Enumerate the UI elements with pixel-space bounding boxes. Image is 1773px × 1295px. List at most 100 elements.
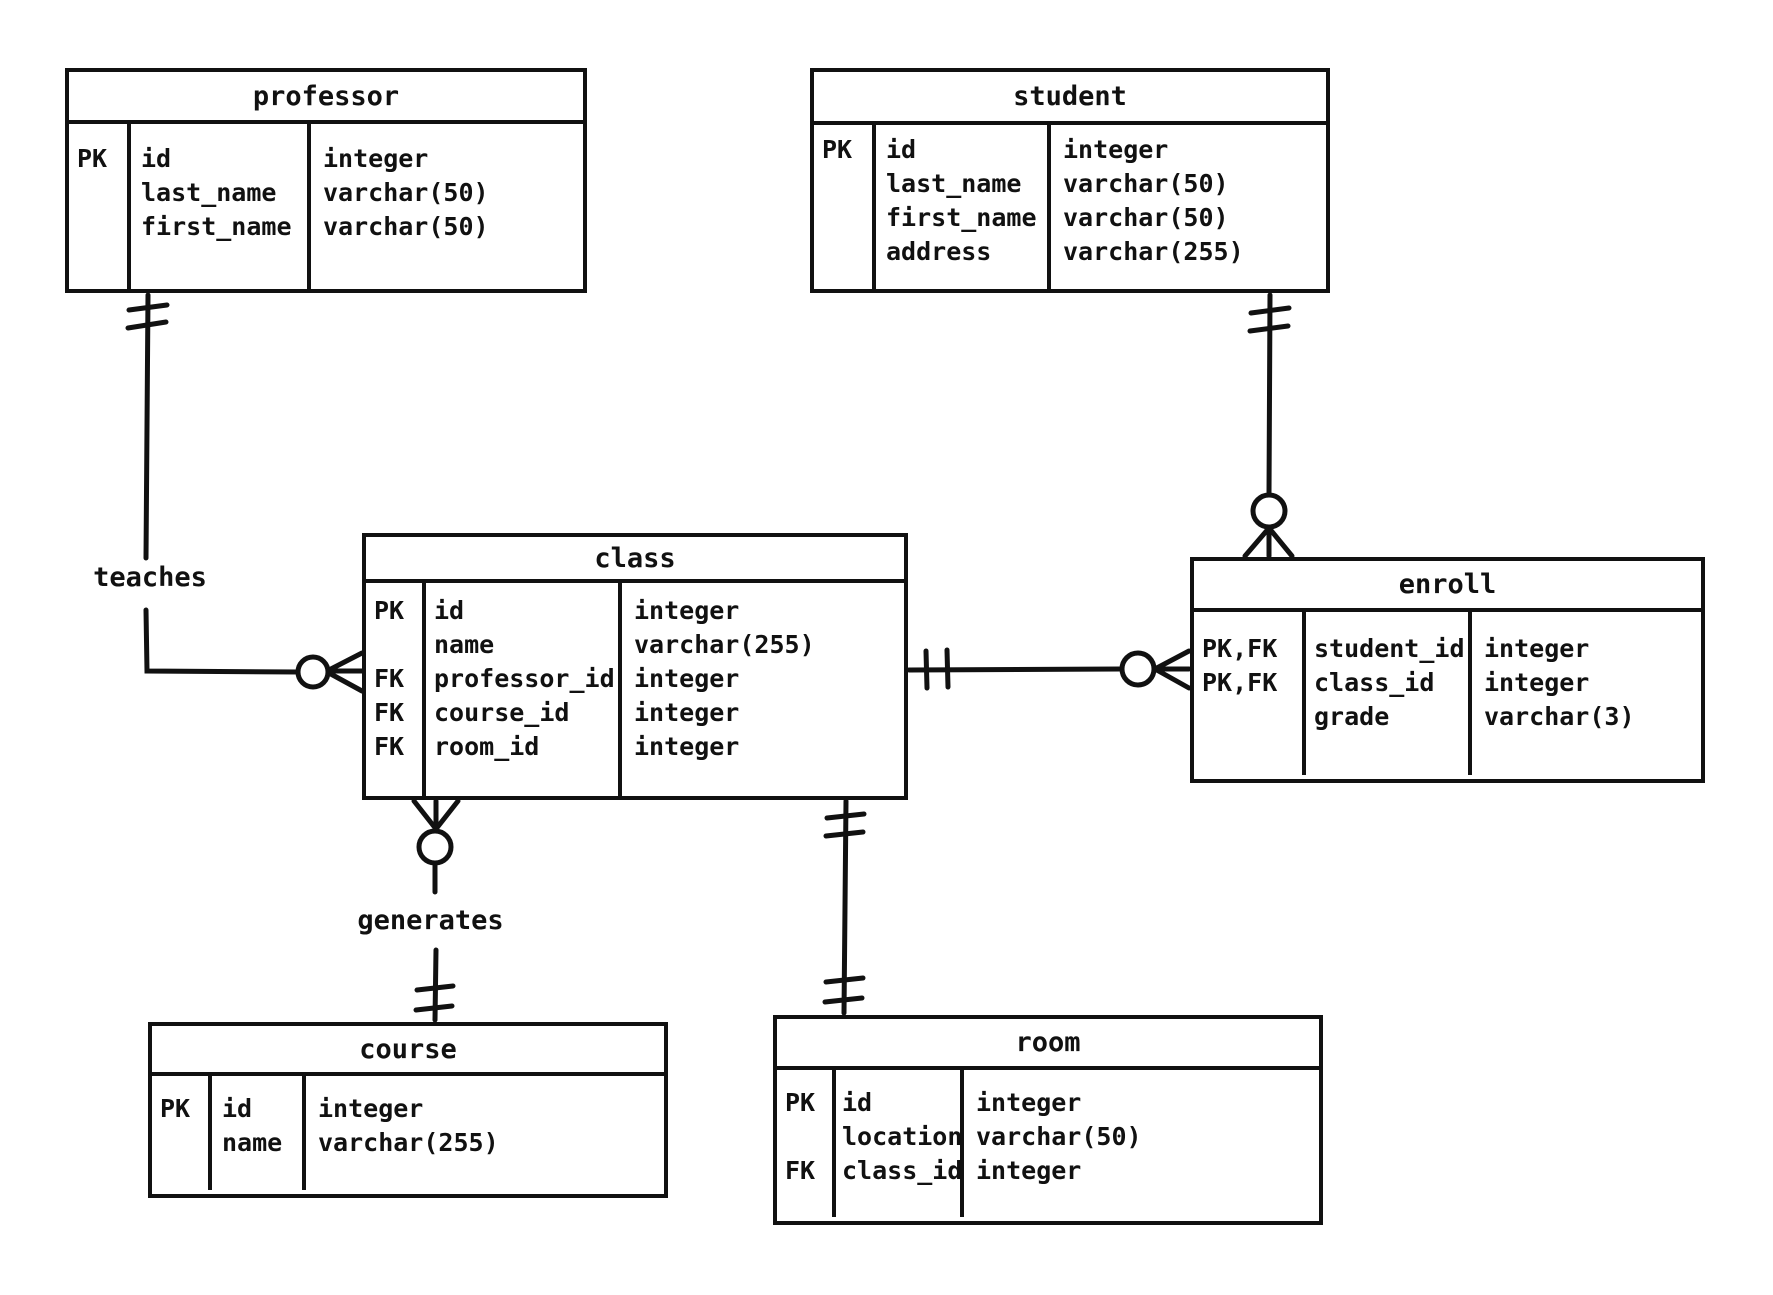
- zero-cardinality-circle: [416, 828, 454, 866]
- relationship-class-room: [822, 798, 867, 1016]
- type-cell: integer: [976, 1156, 1082, 1185]
- field-cell: id: [886, 135, 917, 164]
- type-cell: integer: [1484, 668, 1590, 697]
- key-cell: PK: [374, 596, 405, 625]
- key-cell: [77, 210, 127, 244]
- field-cell: id: [222, 1094, 253, 1123]
- key-cell: FK: [374, 698, 405, 727]
- table-enroll: enroll PK,FK PK,FK student_id class_id g…: [1190, 557, 1705, 783]
- field-cell: class_id: [842, 1156, 963, 1185]
- relationship-line: [906, 666, 1124, 673]
- relationship-line: [143, 292, 301, 675]
- zero-cardinality-circle: [1119, 650, 1157, 688]
- type-cell: integer: [323, 144, 429, 173]
- relationship-course-class: [411, 798, 461, 1023]
- type-cell: varchar(50): [1063, 203, 1229, 232]
- key-cell: PK: [160, 1094, 191, 1123]
- field-cell: course_id: [434, 698, 570, 727]
- field-cell: id: [141, 144, 172, 173]
- field-cell: id: [842, 1088, 873, 1117]
- key-cell: PK: [77, 144, 108, 173]
- type-cell: varchar(50): [1063, 169, 1229, 198]
- one-cardinality-hashes: [125, 302, 170, 331]
- type-cell: varchar(50): [323, 212, 489, 241]
- key-cell: [1202, 700, 1302, 734]
- zero-cardinality-circle: [1250, 492, 1288, 530]
- type-cell: integer: [976, 1088, 1082, 1117]
- field-cell: first_name: [886, 203, 1037, 232]
- relationship-line: [1266, 292, 1273, 497]
- one-cardinality-hashes: [822, 811, 867, 1005]
- type-cell: varchar(50): [323, 178, 489, 207]
- field-cell: room_id: [434, 732, 540, 761]
- table-class-header: class: [366, 537, 904, 583]
- field-cell: professor_id: [434, 664, 615, 693]
- table-enroll-header: enroll: [1194, 561, 1701, 612]
- key-cell: PK: [822, 135, 853, 164]
- table-room: room PK FK id location class_id integer …: [773, 1015, 1323, 1225]
- relationship-class-enroll: [906, 647, 1192, 691]
- type-cell: integer: [634, 596, 740, 625]
- table-professor: professor PK id last_name first_name int…: [65, 68, 587, 293]
- key-cell: PK,FK: [1202, 668, 1278, 697]
- field-cell: class_id: [1314, 668, 1435, 697]
- one-cardinality-hashes: [413, 983, 456, 1013]
- crow-foot-icon: [411, 798, 461, 832]
- key-cell: [77, 176, 127, 210]
- relationship-line: [432, 861, 439, 1023]
- type-cell: integer: [634, 732, 740, 761]
- key-cell: [822, 167, 872, 201]
- relationship-professor-class: [125, 292, 365, 694]
- field-cell: last_name: [141, 178, 277, 207]
- key-cell: FK: [785, 1156, 816, 1185]
- type-cell: varchar(255): [318, 1128, 499, 1157]
- crow-foot-icon: [1242, 525, 1295, 559]
- field-cell: grade: [1314, 702, 1390, 731]
- table-title: enroll: [1398, 569, 1497, 600]
- field-cell: student_id: [1314, 634, 1465, 663]
- table-title: room: [1015, 1027, 1081, 1058]
- type-cell: varchar(255): [634, 630, 815, 659]
- key-cell: PK: [785, 1088, 816, 1117]
- key-cell: [822, 235, 872, 269]
- type-cell: integer: [634, 664, 740, 693]
- field-cell: first_name: [141, 212, 292, 241]
- crow-foot-icon: [326, 650, 365, 694]
- field-cell: location: [842, 1122, 963, 1151]
- one-cardinality-hashes: [923, 647, 951, 691]
- relationship-label-generates: generates: [357, 905, 504, 936]
- key-cell: [160, 1126, 208, 1160]
- type-cell: varchar(50): [976, 1122, 1142, 1151]
- field-cell: last_name: [886, 169, 1022, 198]
- type-cell: integer: [1484, 634, 1590, 663]
- field-cell: id: [434, 596, 465, 625]
- field-cell: name: [434, 630, 495, 659]
- table-title: course: [359, 1033, 457, 1065]
- key-cell: PK,FK: [1202, 634, 1278, 663]
- type-cell: integer: [318, 1094, 424, 1123]
- key-cell: [374, 628, 422, 662]
- table-title: class: [594, 542, 676, 574]
- type-cell: integer: [1063, 135, 1169, 164]
- table-course: course PK id name integer varchar(255): [148, 1022, 668, 1198]
- field-cell: address: [886, 237, 992, 266]
- zero-cardinality-circle: [295, 654, 331, 690]
- table-course-header: course: [152, 1026, 664, 1076]
- relationship-student-enroll: [1242, 292, 1295, 559]
- table-title: professor: [252, 80, 400, 112]
- key-cell: FK: [374, 664, 405, 693]
- key-cell: [822, 201, 872, 235]
- one-cardinality-hashes: [1247, 305, 1292, 334]
- table-class: class PK FK FK FK id name professor_id c…: [362, 533, 908, 800]
- relationship-label-teaches: teaches: [93, 562, 207, 593]
- key-cell: FK: [374, 732, 405, 761]
- type-cell: varchar(255): [1063, 237, 1244, 266]
- crow-foot-icon: [1152, 648, 1192, 691]
- table-student: student PK id last_name first_name addre…: [810, 68, 1330, 293]
- type-cell: integer: [634, 698, 740, 727]
- key-cell: [785, 1120, 832, 1154]
- type-cell: varchar(3): [1484, 702, 1635, 731]
- table-student-header: student: [814, 72, 1326, 125]
